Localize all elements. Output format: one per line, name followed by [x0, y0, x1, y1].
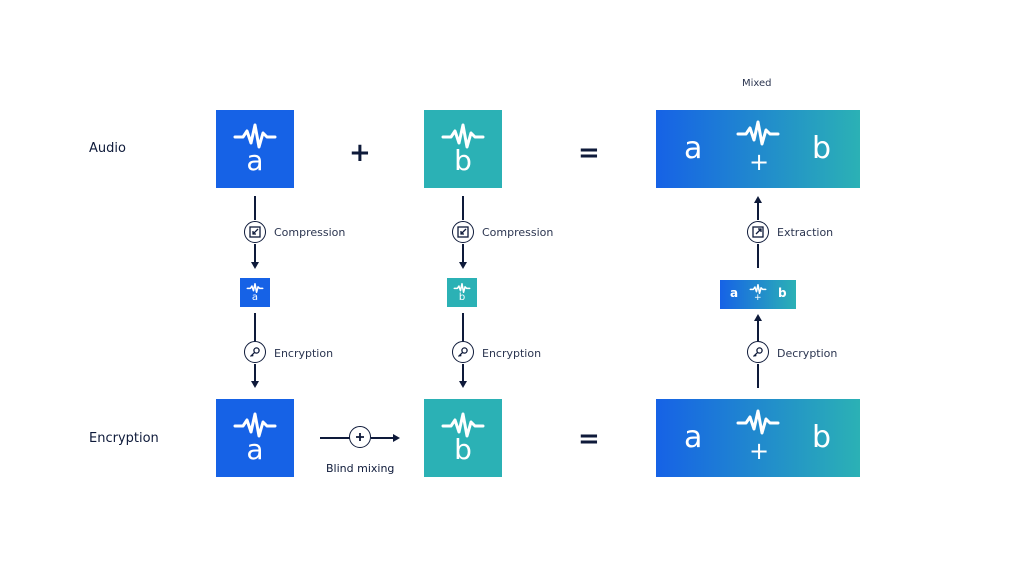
step-label-compression-a: Compression — [274, 226, 346, 239]
flow-line — [254, 364, 256, 383]
row-label-encryption: Encryption — [89, 431, 159, 446]
equals-operator-bottom: = — [578, 424, 600, 454]
arrow-down-icon — [251, 262, 259, 269]
audio-box-b: b — [424, 110, 502, 188]
audio-waveform-icon — [453, 282, 471, 293]
arrow-down-icon — [459, 381, 467, 388]
plus-circle-icon — [349, 426, 371, 448]
encrypted-mixed-box: a + b — [656, 399, 860, 477]
flow-line — [254, 313, 256, 341]
arrow-right-icon — [393, 434, 400, 442]
mixed-letter-b: b — [812, 131, 832, 166]
audio-waveform-icon — [233, 412, 277, 438]
compress-icon — [244, 221, 266, 243]
box-letter-a: a — [246, 144, 264, 177]
audio-waveform-icon — [441, 123, 485, 149]
audio-waveform-icon — [233, 123, 277, 149]
key-icon — [747, 341, 769, 363]
flow-line — [254, 196, 256, 220]
box-letter-b: b — [454, 433, 472, 466]
arrow-down-icon — [459, 262, 467, 269]
mixed-plus: + — [749, 437, 770, 465]
audio-waveform-icon — [736, 120, 780, 146]
key-icon — [452, 341, 474, 363]
arrow-up-icon — [754, 196, 762, 203]
flow-line — [462, 364, 464, 383]
audio-waveform-icon — [441, 412, 485, 438]
row-label-audio: Audio — [89, 141, 126, 156]
box-letter-a: a — [246, 433, 264, 466]
flow-line — [254, 244, 256, 264]
step-label-compression-b: Compression — [482, 226, 554, 239]
audio-waveform-icon — [736, 409, 780, 435]
equals-operator-top: = — [578, 138, 600, 168]
mixed-letter-a: a — [684, 420, 703, 455]
flow-line — [757, 244, 759, 268]
expand-icon — [747, 221, 769, 243]
mixed-letter-b: b — [812, 420, 832, 455]
audio-box-a: a — [216, 110, 294, 188]
plus-operator: + — [349, 138, 371, 168]
flow-line — [462, 244, 464, 264]
decrypted-mixed-box: a + b — [720, 280, 796, 309]
mixed-audio-box: a + b — [656, 110, 860, 188]
mixed-letter-a: a — [684, 131, 703, 166]
step-label-encryption-a: Encryption — [274, 347, 334, 360]
flow-line — [757, 202, 759, 220]
encrypted-box-b: b — [424, 399, 502, 477]
flow-line — [757, 364, 759, 388]
flow-line — [371, 437, 393, 439]
arrow-up-icon — [754, 314, 762, 321]
step-label-encryption-b: Encryption — [482, 347, 542, 360]
step-label-decryption: Decryption — [777, 347, 838, 360]
mixed-letter-a: a — [730, 286, 739, 300]
mixed-label: Mixed — [742, 78, 772, 89]
flow-line — [462, 313, 464, 341]
audio-waveform-icon — [246, 282, 264, 293]
step-label-extraction: Extraction — [777, 226, 834, 239]
compressed-box-a: a — [240, 278, 270, 307]
compressed-box-b: b — [447, 278, 477, 307]
compress-icon — [452, 221, 474, 243]
audio-waveform-icon — [749, 284, 767, 294]
flow-line — [320, 437, 350, 439]
box-letter-b: b — [458, 291, 466, 303]
arrow-down-icon — [251, 381, 259, 388]
flow-line — [462, 196, 464, 220]
encrypted-box-a: a — [216, 399, 294, 477]
box-letter-b: b — [454, 144, 472, 177]
mixed-letter-b: b — [778, 286, 787, 300]
flow-line — [757, 320, 759, 341]
mixed-plus: + — [754, 293, 762, 303]
box-letter-a: a — [251, 291, 259, 303]
mixed-plus: + — [749, 148, 770, 176]
key-icon — [244, 341, 266, 363]
blind-mixing-label: Blind mixing — [326, 462, 395, 475]
